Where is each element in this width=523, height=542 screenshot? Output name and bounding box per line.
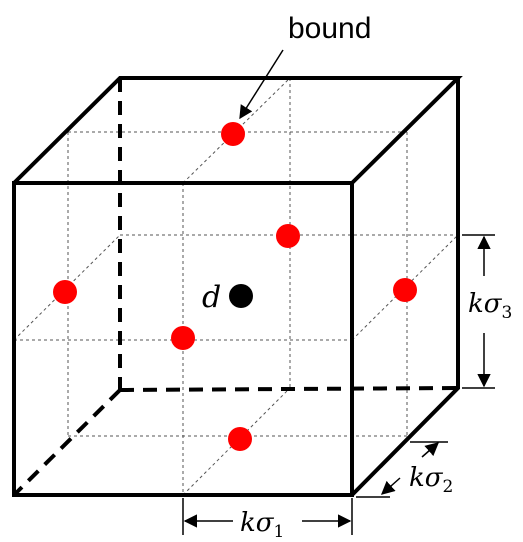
bound-points bbox=[53, 122, 417, 451]
center-label: d bbox=[202, 280, 221, 315]
dim3-label-subscript: 3 bbox=[502, 303, 513, 323]
hidden-cube-edges bbox=[12, 78, 459, 497]
dim3-label: kσ3 bbox=[468, 289, 512, 323]
dimension-annotations bbox=[182, 234, 495, 535]
right-side-edges bbox=[350, 78, 460, 497]
dim2-label: kσ2 bbox=[409, 463, 453, 497]
bound-point-back bbox=[276, 224, 300, 248]
grid-line bbox=[182, 387, 291, 496]
visible-cube-edges bbox=[12, 76, 463, 497]
dim2-label-main: kσ bbox=[409, 463, 444, 493]
hidden-edge bbox=[119, 386, 459, 392]
bound-point-bottom bbox=[228, 427, 252, 451]
bound-point-top bbox=[221, 122, 245, 146]
center-point bbox=[229, 284, 253, 308]
bound-point-right bbox=[393, 278, 417, 302]
dim2-label-subscript: 2 bbox=[443, 477, 454, 497]
dim1-label: kσ1 bbox=[240, 508, 284, 542]
top-right-edges bbox=[12, 76, 463, 185]
bound-label: bound bbox=[288, 12, 371, 45]
dim2-arrow-top bbox=[421, 442, 440, 458]
dim1-label-subscript: 1 bbox=[274, 522, 285, 542]
front-face bbox=[12, 181, 354, 497]
bound-point-front bbox=[171, 326, 195, 350]
dim2-arrow-bottom bbox=[380, 477, 401, 495]
bound-point-left bbox=[53, 280, 77, 304]
hidden-edge bbox=[12, 388, 122, 497]
dim3-label-main: kσ bbox=[468, 289, 503, 319]
bound-pointer-arrow bbox=[239, 49, 284, 120]
dim1-label-main: kσ bbox=[240, 508, 275, 538]
